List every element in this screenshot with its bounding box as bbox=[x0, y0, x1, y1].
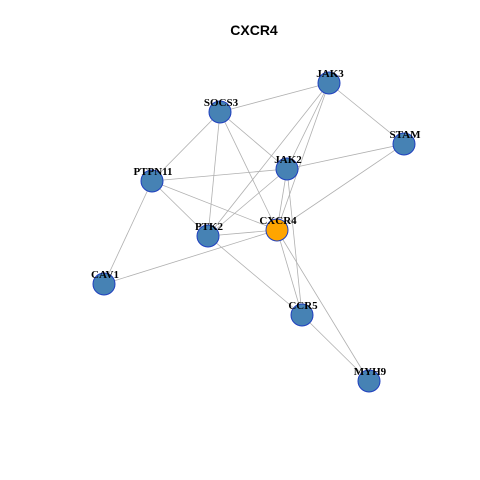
edge-stam-cxcr4 bbox=[276, 143, 405, 231]
node-ptpn11 bbox=[140, 169, 164, 193]
node-label-cav1: CAV1 bbox=[91, 269, 119, 281]
edge-socs3-cxcr4 bbox=[219, 111, 278, 231]
edge-socs3-ptk2 bbox=[207, 111, 221, 237]
node-stam bbox=[392, 132, 416, 156]
edge-jak2-ptk2 bbox=[207, 168, 288, 237]
edge-ccr5-myh9 bbox=[301, 314, 370, 382]
node-layer bbox=[92, 71, 416, 393]
node-label-stam: STAM bbox=[390, 129, 422, 141]
node-label-jak2: JAK2 bbox=[274, 154, 302, 166]
node-label-socs3: SOCS3 bbox=[204, 97, 239, 109]
node-socs3 bbox=[208, 100, 232, 124]
edge-socs3-jak2 bbox=[219, 111, 288, 170]
edge-layer bbox=[103, 82, 405, 382]
edge-socs3-jak3 bbox=[219, 82, 330, 113]
edge-jak3-jak2 bbox=[286, 82, 330, 170]
edge-socs3-ptpn11 bbox=[151, 111, 221, 182]
edge-cxcr4-ccr5 bbox=[276, 229, 303, 316]
node-label-cxcr4: CXCR4 bbox=[259, 215, 297, 227]
edge-ptpn11-cxcr4 bbox=[151, 180, 278, 231]
node-label-jak3: JAK3 bbox=[316, 68, 344, 80]
node-label-ccr5: CCR5 bbox=[288, 300, 318, 312]
node-cxcr4 bbox=[265, 218, 289, 242]
edge-ptpn11-jak2 bbox=[151, 168, 288, 182]
edge-ptk2-ccr5 bbox=[207, 235, 303, 316]
node-ccr5 bbox=[290, 303, 314, 327]
node-ptk2 bbox=[196, 224, 220, 248]
edge-jak2-ccr5 bbox=[286, 168, 303, 316]
node-jak2 bbox=[275, 157, 299, 181]
node-label-myh9: MYH9 bbox=[354, 366, 387, 378]
edge-cav1-cxcr4 bbox=[103, 229, 278, 285]
edge-ptpn11-ptk2 bbox=[151, 180, 209, 237]
edge-ptk2-cxcr4 bbox=[207, 229, 278, 237]
node-myh9 bbox=[357, 369, 381, 393]
graph-title: CXCR4 bbox=[230, 22, 278, 38]
edge-stam-jak2 bbox=[286, 143, 405, 170]
edge-jak3-cxcr4 bbox=[276, 82, 330, 231]
edge-jak3-stam bbox=[328, 82, 405, 145]
node-jak3 bbox=[317, 71, 341, 95]
node-label-ptk2: PTK2 bbox=[195, 221, 224, 233]
edge-cxcr4-myh9 bbox=[276, 229, 370, 382]
node-label-ptpn11: PTPN11 bbox=[133, 166, 172, 178]
node-cav1 bbox=[92, 272, 116, 296]
edge-ptpn11-cav1 bbox=[103, 180, 153, 285]
